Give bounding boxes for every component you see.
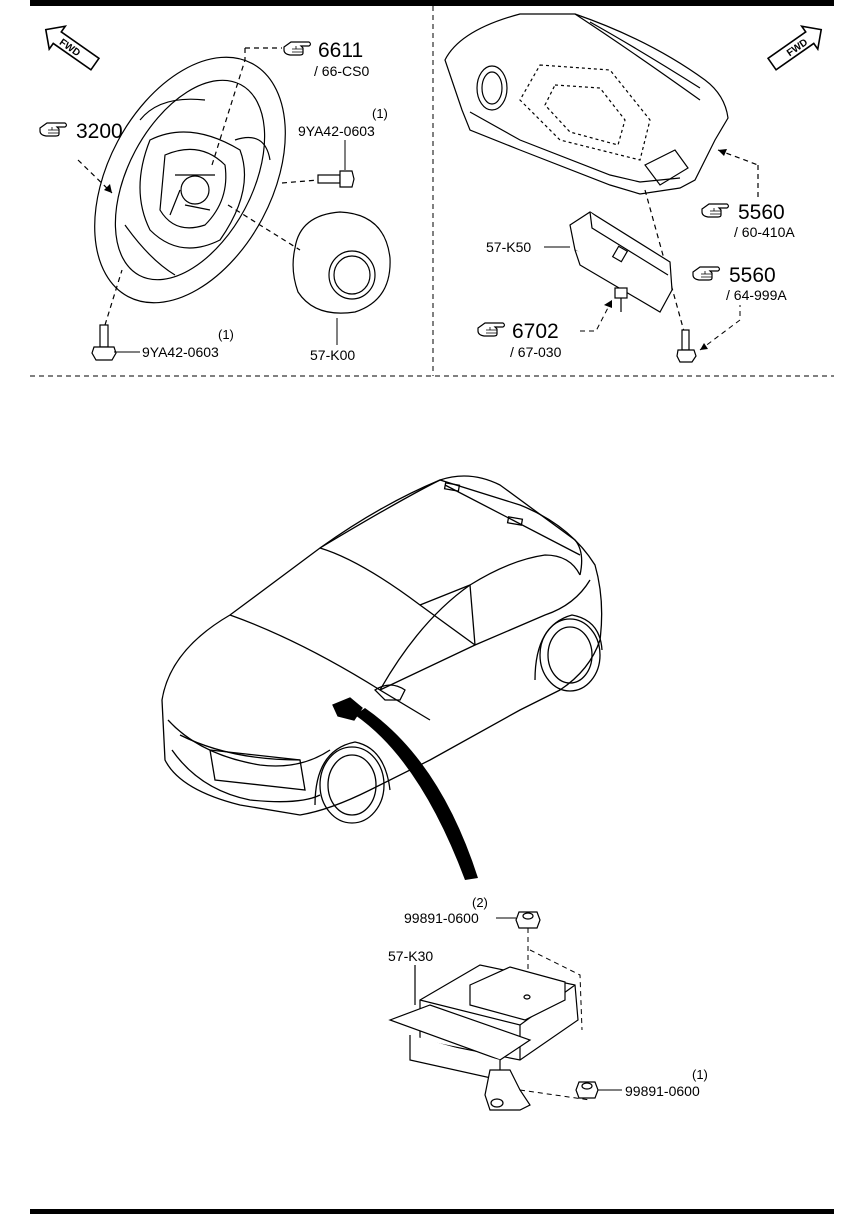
driver-airbag-part: 57-K00: [310, 347, 355, 363]
bolt-lower-qty: (1): [218, 327, 234, 342]
ref-5560-a-hand-icon: [701, 203, 730, 218]
bolt-upper-icon: [317, 170, 355, 188]
fwd-arrow-icon-right: FWD: [766, 25, 823, 71]
frame: [30, 0, 834, 1214]
ref-5560-b-arrowhead: [700, 343, 708, 350]
nut-lower-axis: [519, 1089, 591, 1101]
ref-6702-hand-icon: [477, 322, 506, 337]
ref-6702-page: / 67-030: [510, 344, 562, 360]
ref-5560-b-hand-icon: [692, 266, 721, 281]
bolt-lower-part: 9YA42-0603: [142, 344, 219, 360]
ref-5560-a-number: 5560: [738, 201, 785, 224]
bolt-lower-icon: [91, 324, 117, 361]
driver-airbag-illustration: [292, 211, 391, 314]
ref-6702-leader: [580, 299, 613, 332]
nut-upper-qty: (2): [472, 895, 488, 910]
steering-wheel-illustration: [77, 47, 319, 326]
passenger-bolt-icon: [676, 329, 697, 363]
unit-outline-dash-upper: [529, 949, 583, 1031]
car-illustration: [161, 475, 603, 824]
ref-6702-number: 6702: [512, 320, 559, 343]
fwd-arrow-icon-left: FWD: [44, 25, 101, 71]
ref-5560-b-number: 5560: [729, 264, 776, 287]
ref-5560-b-page: / 64-999A: [726, 287, 787, 303]
nut-lower-qty: (1): [692, 1067, 708, 1082]
ref-3200-hand-icon: [39, 122, 68, 137]
ref-5560-a-page: / 60-410A: [734, 224, 795, 240]
bolt-upper-part: 9YA42-0603: [298, 123, 375, 139]
nut-lower-icon: [575, 1081, 599, 1099]
bolt-upper-qty: (1): [372, 106, 388, 121]
nut-upper-part: 99891-0600: [404, 910, 479, 926]
location-pointer-arrow: [355, 708, 478, 880]
nut-lower-part: 99891-0600: [625, 1083, 700, 1099]
sas-unit-illustration: [388, 964, 579, 1111]
connector-icon: [614, 287, 628, 312]
ref-5560-b-leader: [699, 305, 741, 351]
ref-6702-arrowhead: [604, 300, 612, 308]
ref-3200-number: 3200: [76, 120, 123, 143]
sas-unit-part: 57-K30: [388, 948, 433, 964]
dashboard-illustration: [444, 13, 759, 336]
ref-6611-number: 6611: [318, 39, 363, 62]
nut-upper-icon: [515, 911, 541, 929]
passenger-airbag-illustration: [569, 211, 673, 313]
ref-6611-hand-icon: [283, 41, 312, 56]
ref-6611-page: / 66-CS0: [314, 63, 369, 79]
passenger-airbag-part: 57-K50: [486, 239, 531, 255]
